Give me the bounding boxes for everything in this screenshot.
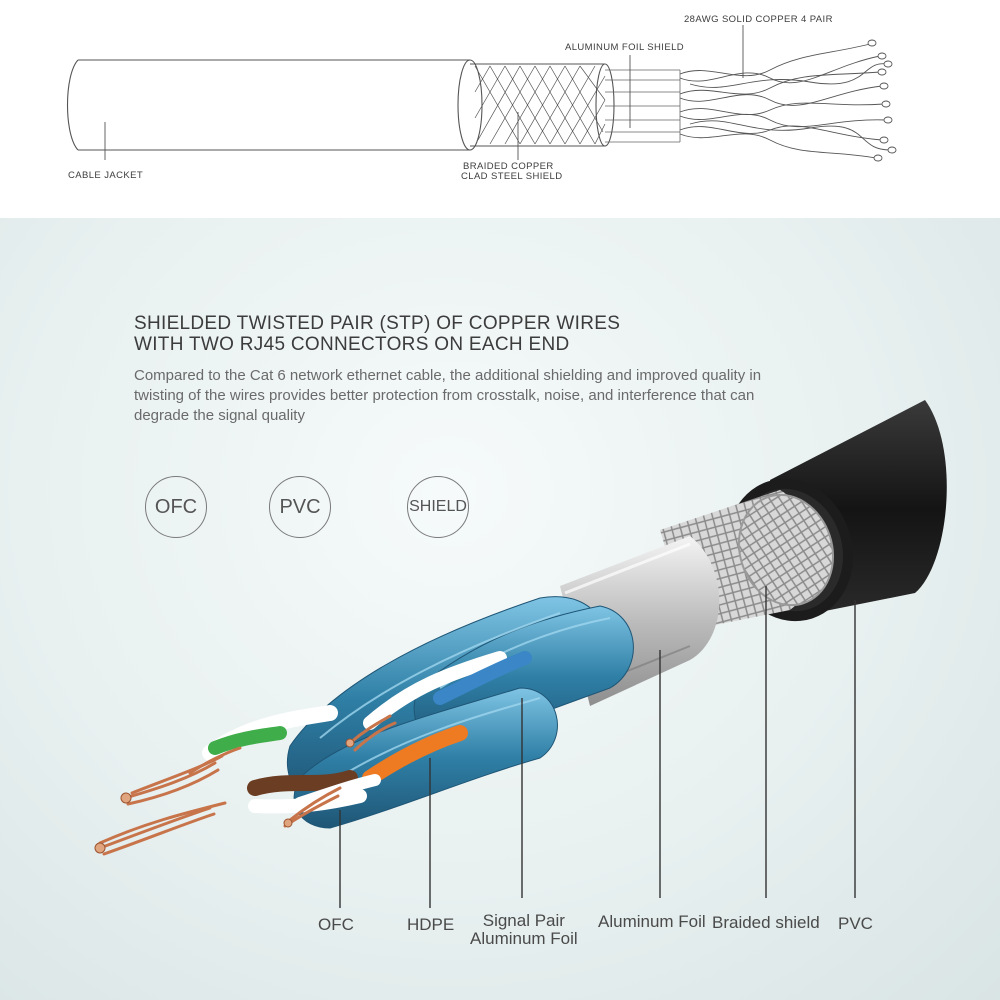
cable-line-drawing: [67, 25, 897, 162]
badge-shield: SHIELD: [407, 476, 469, 538]
callout-aluminum-foil: Aluminum Foil: [598, 912, 706, 931]
badge-ofc: OFC: [145, 476, 207, 538]
stp-cable-illustration: [94, 400, 947, 908]
callout-pvc: PVC: [838, 914, 873, 933]
headline-line2: WITH TWO RJ45 CONNECTORS ON EACH END: [134, 334, 570, 355]
label-copper-pairs: 28AWG SOLID COPPER 4 PAIR: [684, 14, 833, 25]
feature-panel: SHIELDED TWISTED PAIR (STP) OF COPPER WI…: [0, 218, 1000, 1000]
callout-signal-pair-line2: Aluminum Foil: [470, 929, 578, 948]
callout-braided-shield: Braided shield: [712, 913, 820, 932]
cable-line-diagram: CABLE JACKET BRAIDED COPPER CLAD STEEL S…: [50, 0, 950, 210]
label-aluminum-foil-shield: ALUMINUM FOIL SHIELD: [565, 42, 685, 53]
callout-hdpe: HDPE: [407, 915, 455, 934]
label-cable-jacket: CABLE JACKET: [68, 170, 144, 181]
headline-line1: SHIELDED TWISTED PAIR (STP) OF COPPER WI…: [134, 313, 621, 334]
colored-wires: [202, 651, 532, 814]
feature-description: Compared to the Cat 6 network ethernet c…: [134, 367, 762, 424]
label-braided-shield-line2: CLAD STEEL SHIELD: [461, 171, 563, 182]
label-braided-shield-line1: BRAIDED COPPER: [463, 161, 554, 172]
callout-signal-pair: Signal Pair Aluminum Foil: [470, 912, 578, 948]
callout-ofc: OFC: [318, 915, 354, 934]
badge-pvc: PVC: [269, 476, 331, 538]
feature-headline: SHIELDED TWISTED PAIR (STP) OF COPPER WI…: [134, 313, 620, 355]
callout-leaders: [339, 586, 856, 908]
callout-signal-pair-line1: Signal Pair: [482, 911, 565, 930]
copper-strands: [98, 714, 397, 856]
